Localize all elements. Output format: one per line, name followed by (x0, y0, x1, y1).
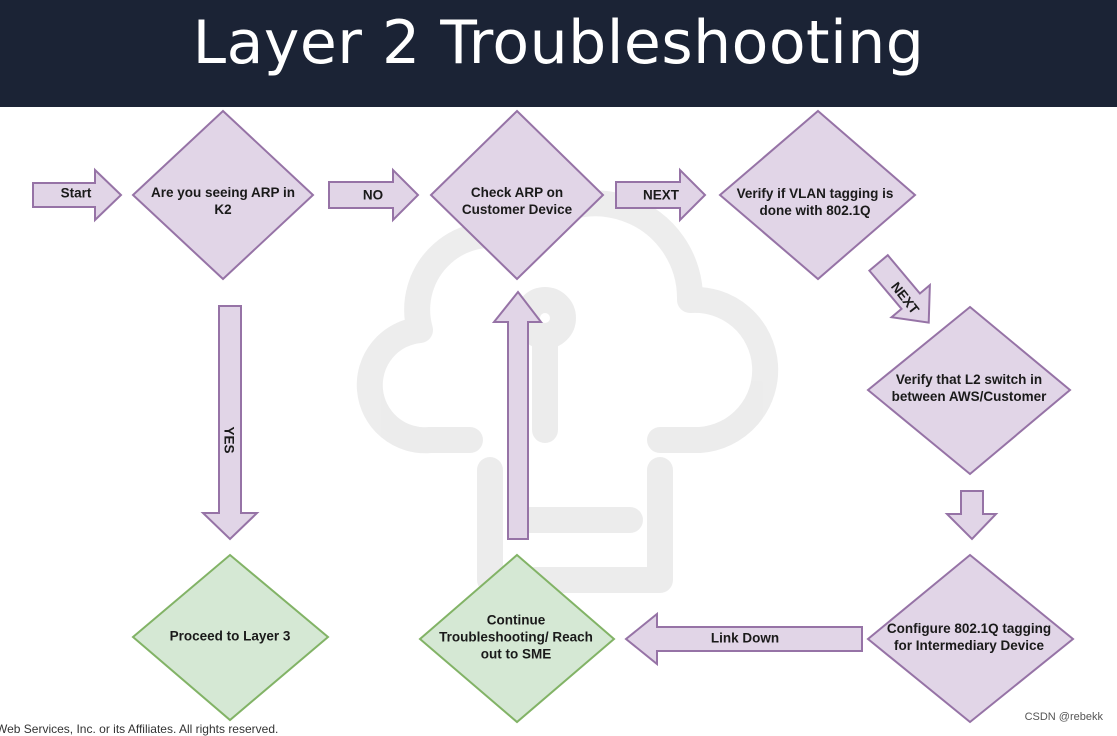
decision-check-arp (429, 109, 605, 281)
next-label-1: NEXT (642, 187, 680, 203)
copyright-text: Web Services, Inc. or its Affiliates. Al… (0, 722, 279, 736)
decision-verify-vlan (718, 109, 917, 281)
start-arrow (32, 167, 123, 223)
next-arrow-2 (867, 253, 931, 324)
next-arrow-1 (615, 167, 707, 223)
no-label: NO (362, 187, 384, 203)
link-down-arrow (624, 611, 863, 667)
decision-check-arp-label: Check ARP on Customer Device (461, 185, 573, 217)
start-label: Start (60, 185, 92, 201)
decision-arp-k2 (131, 109, 315, 281)
terminal-layer3-label: Proceed to Layer 3 (169, 628, 291, 644)
yes-arrow (200, 305, 260, 541)
no-arrow (328, 167, 420, 223)
terminal-layer3 (131, 553, 330, 722)
down-arrow-configure (944, 490, 999, 541)
terminal-continue-label: Continue Troubleshooting/ Reach out to S… (439, 612, 593, 662)
decision-configure (866, 553, 1075, 724)
credit-watermark: CSDN @rebekk (1024, 711, 1103, 723)
decision-configure-label: Configure 802.1Q tagging for Intermediar… (886, 621, 1052, 653)
up-arrow-check-arp (491, 290, 544, 540)
decision-arp-k2-label: Are you seeing ARP in K2 (150, 185, 296, 217)
decision-verify-l2-label: Verify that L2 switch in between AWS/Cus… (891, 372, 1047, 404)
page-title: Layer 2 Troubleshooting (192, 8, 925, 78)
decision-verify-l2 (866, 305, 1072, 476)
watermark-cloud-icon (356, 190, 779, 593)
yes-label: YES (221, 426, 237, 454)
title-bar: Layer 2 Troubleshooting (0, 0, 1117, 107)
decision-verify-vlan-label: Verify if VLAN tagging is done with 802.… (736, 186, 894, 218)
terminal-continue (418, 553, 616, 724)
link-down-label: Link Down (710, 630, 780, 646)
